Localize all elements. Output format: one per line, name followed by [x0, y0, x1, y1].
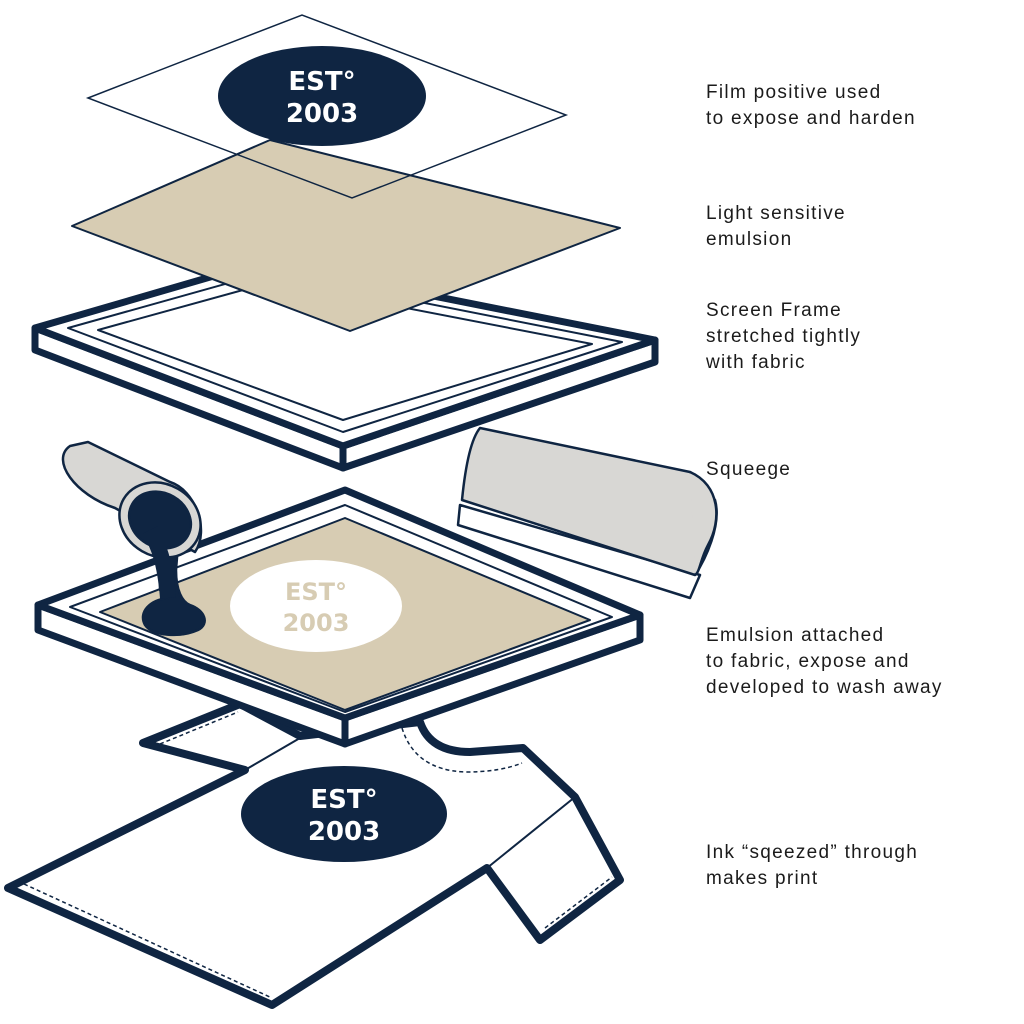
t-shirt: EST° 2003: [4, 700, 624, 1009]
label-line: Squeege: [706, 459, 792, 480]
label-line: developed to wash away: [706, 677, 943, 698]
stencil-text-line2: 2003: [283, 609, 350, 637]
exposed-screen-frame: EST° 2003: [34, 486, 644, 748]
label-line: to fabric, expose and: [706, 651, 910, 672]
label-emulsion: Light sensitive emulsion: [706, 201, 846, 253]
screen-frame: [31, 258, 659, 472]
squeegee-icon: [456, 426, 718, 600]
label-line: Film positive used: [706, 82, 882, 103]
label-line: emulsion: [706, 229, 793, 250]
label-line: makes print: [706, 868, 819, 889]
label-line: Ink “sqeezed” through: [706, 842, 919, 863]
label-line: Light sensitive: [706, 203, 846, 224]
label-line: stretched tightly: [706, 326, 862, 347]
label-screen-frame: Screen Frame stretched tightly with fabr…: [706, 298, 861, 376]
label-film-positive: Film positive used to expose and harden: [706, 80, 916, 132]
ink-bucket-icon: [61, 440, 206, 637]
logo-text-line1: EST°: [310, 785, 377, 815]
logo-text-line2: 2003: [308, 817, 380, 847]
film-logo-line2: 2003: [286, 99, 358, 129]
stencil-text-line1: EST°: [285, 578, 347, 606]
label-line: Emulsion attached: [706, 625, 885, 646]
label-exposed-screen: Emulsion attached to fabric, expose and …: [706, 623, 943, 701]
label-squeegee: Squeege: [706, 457, 791, 483]
printed-logo: [241, 766, 447, 862]
film-logo-line1: EST°: [288, 67, 355, 97]
label-line: to expose and harden: [706, 108, 916, 129]
film-logo: [218, 46, 426, 146]
label-line: Screen Frame: [706, 300, 842, 321]
emulsion-sheet: [71, 139, 621, 332]
label-line: with fabric: [706, 352, 806, 373]
label-print: Ink “sqeezed” through makes print: [706, 840, 918, 892]
